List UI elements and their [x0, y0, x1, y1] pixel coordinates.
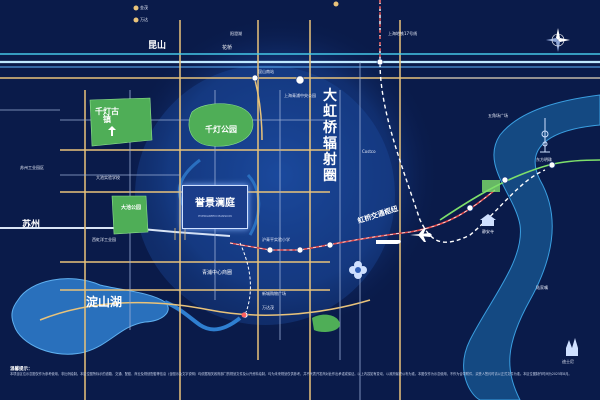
poi-costco: Costco: [362, 149, 376, 154]
poi-qingpu-park: 上海青浦中央公园: [284, 93, 316, 98]
project-badge[interactable]: 誉景澜庭 EVERGREEN MANSION: [182, 185, 248, 229]
dachi-park-area: [111, 195, 149, 235]
poi-huqing-school: 沪青平实验小学: [262, 237, 290, 242]
road-label-qingpu-center: 青浦中心商圈: [202, 270, 233, 276]
poi-dachi-school: 大池实验学校: [96, 175, 120, 180]
train-icon: [376, 240, 401, 244]
metro-line-green: [439, 159, 600, 221]
dianshan-lake: [11, 278, 169, 355]
poi-metro-17: 上海地铁17号线: [388, 31, 418, 36]
poi-wujiaochang: 五角场广场: [488, 113, 508, 118]
poi-suzhou-industrial: 苏州工业园区: [20, 165, 44, 170]
disney-castle-icon: [566, 338, 578, 356]
road-label-huaqiao: 花桥: [222, 45, 233, 51]
park-label-dachi: 大池公园: [120, 205, 141, 211]
poi-disney: 迪士尼: [562, 359, 574, 364]
poi-yangcheng: 阳澄湖: [230, 31, 242, 36]
poi-jinmao: 金茂: [140, 5, 148, 10]
scale-ticks: [174, 228, 186, 240]
stations: [241, 58, 556, 319]
disclaimer: 温馨提示： 本项目区位示意图仅作为参考使用，非比例绘制。本区位图所标示的道路、交…: [10, 367, 590, 377]
jingan-temple-icon: [480, 214, 496, 226]
hongqiao-corridor-title: 大虹桥辐射圈: [323, 88, 337, 184]
park-label-qiandeng-park: 千灯公园: [205, 125, 237, 134]
poi-jingan: 静安寺: [482, 229, 494, 234]
poi-wanda-mall: 万达茂: [262, 305, 274, 310]
metro-branch-south: [239, 242, 251, 316]
poi-xinshi-plaza: 新城购物广场: [262, 291, 286, 296]
pagoda-icon: [108, 126, 116, 136]
expressway-west: [0, 227, 231, 237]
poi-kunshan-south: 昆山南站: [258, 69, 274, 74]
poi-wanda-top: 万达: [140, 17, 148, 22]
qiandeng-town-area: [89, 97, 153, 147]
disclaimer-title: 温馨提示：: [10, 367, 33, 372]
location-pins: [133, 1, 339, 318]
district-label-kunshan: 昆山: [148, 41, 167, 51]
south-green-area: [312, 314, 340, 332]
exhibition-center-icon: [349, 261, 367, 279]
lake-label-dianshan: 淀山湖: [86, 295, 123, 309]
project-name-en: EVERGREEN MANSION: [198, 214, 232, 218]
qiandeng-park-area: [188, 103, 254, 147]
poi-xiyuan-industrial: 西虹洋工业园: [92, 237, 116, 242]
poi-lujiazui: 陆家嘴: [536, 285, 548, 290]
east-park-area: [482, 180, 500, 192]
compass-rose: [546, 28, 570, 52]
radiation-circle: [135, 65, 395, 325]
district-label-suzhou: 苏州: [22, 220, 41, 230]
huangpu-river: [463, 94, 600, 400]
disclaimer-body: 本项目区位示意图仅作为参考使用，非比例绘制。本区位图所标示的道路、交通、配套、商…: [10, 372, 572, 376]
pearl-tower-icon: [540, 118, 550, 153]
canal-west: [177, 158, 201, 206]
project-name: 誉景澜庭: [195, 198, 235, 209]
park-label-qiandeng-town: 千灯古镇: [95, 107, 119, 125]
poi-pearl-tower: 东方明珠: [536, 157, 552, 162]
plane-icon: [410, 228, 432, 242]
lake-outflow: [164, 300, 242, 332]
